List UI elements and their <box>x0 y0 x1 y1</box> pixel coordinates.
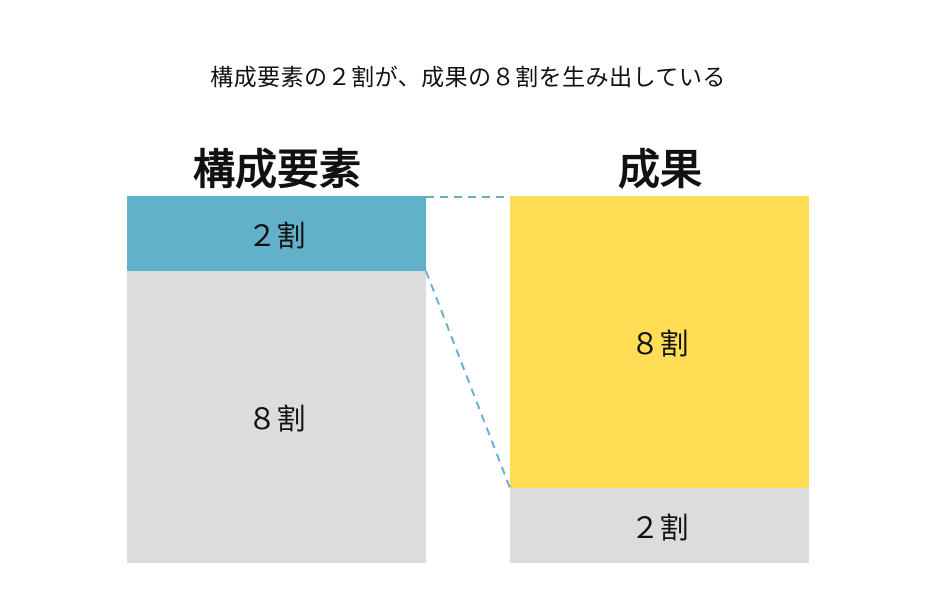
right-segment-bottom: ２割 <box>510 488 809 563</box>
right-heading: 成果 <box>617 145 702 194</box>
left-heading: 構成要素 <box>192 145 361 194</box>
left-segment-top-label: ２割 <box>247 218 306 253</box>
left-segment-top: ２割 <box>127 196 426 271</box>
right-segment-top: ８割 <box>510 196 809 488</box>
connector-diagonal-line <box>425 270 511 489</box>
diagram-title: 構成要素の２割が、成果の８割を生み出している <box>210 65 726 91</box>
left-segment-bottom-label: ８割 <box>247 402 306 436</box>
right-segment-bottom-label: ２割 <box>630 510 689 545</box>
right-segment-top-label: ８割 <box>630 327 689 361</box>
left-segment-bottom: ８割 <box>127 271 426 563</box>
